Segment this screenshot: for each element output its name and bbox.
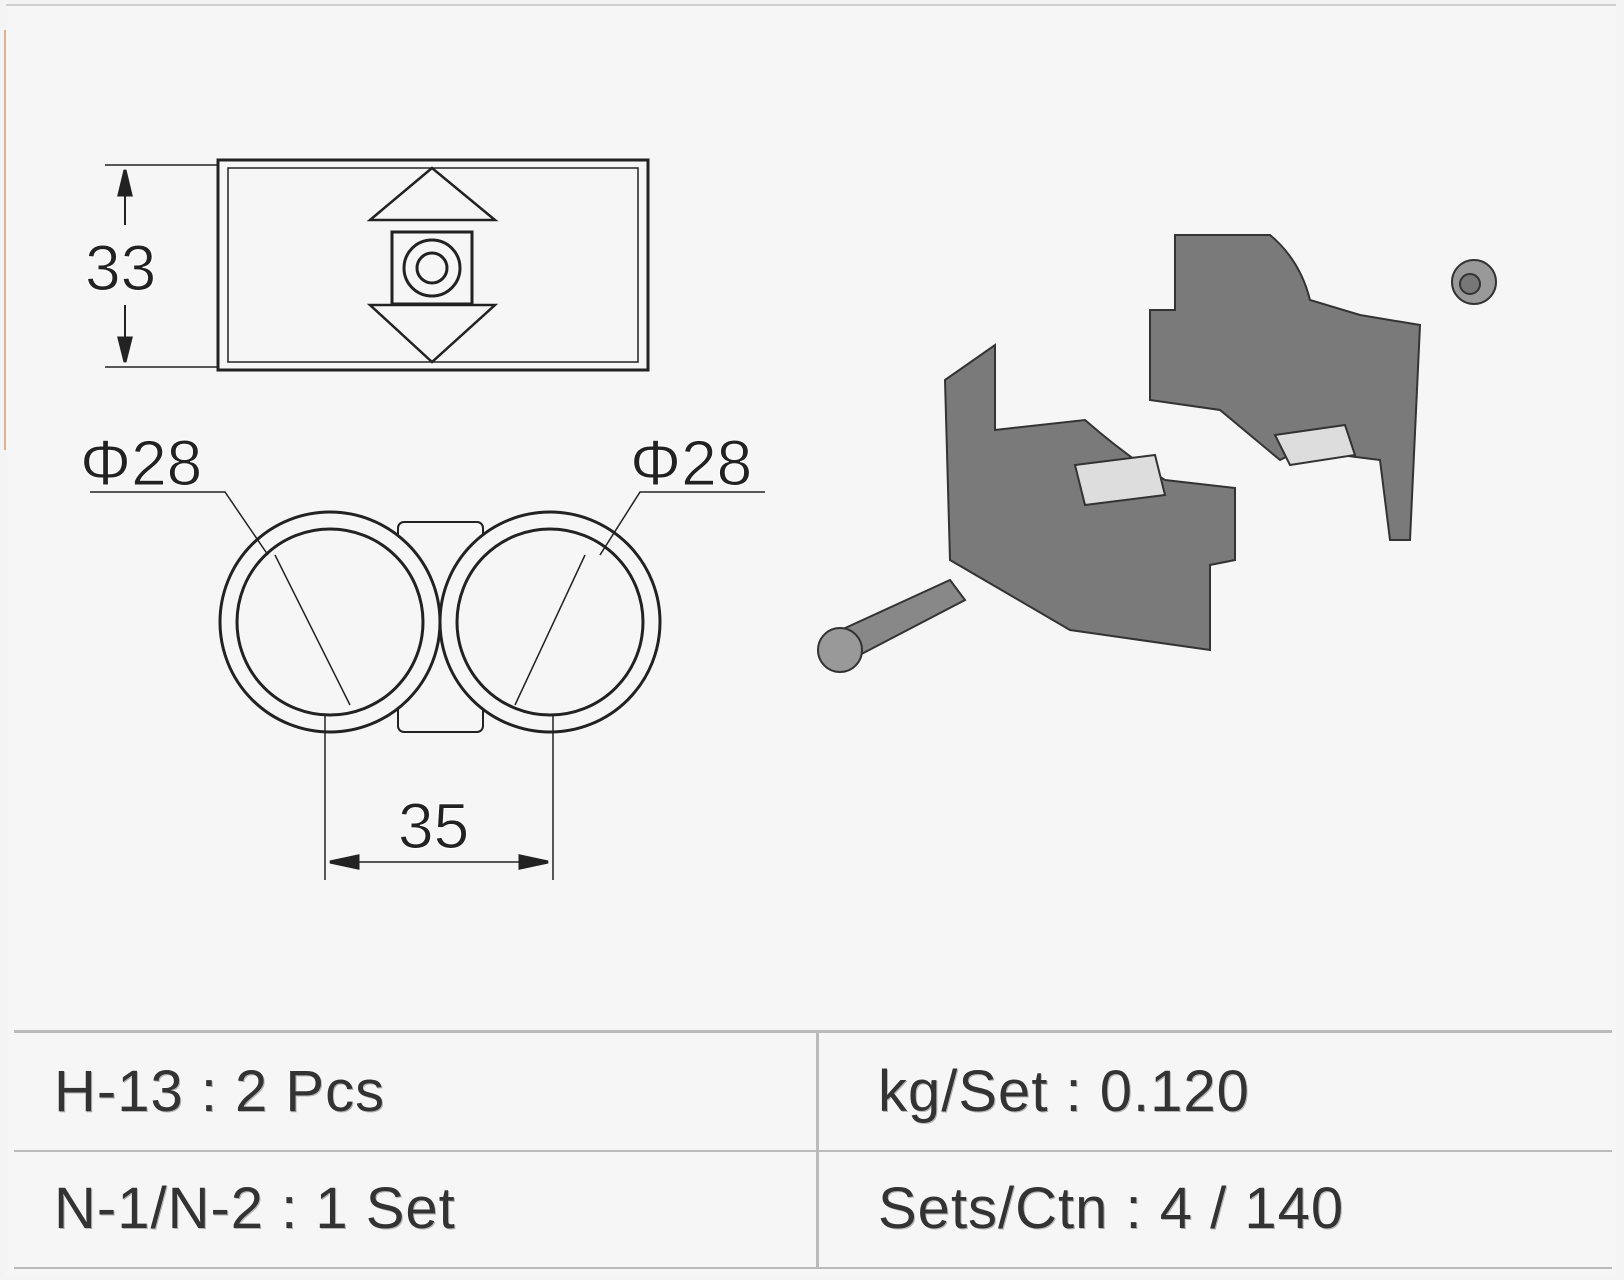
spec-h13-quantity: H-13 : 2 Pcs <box>54 1059 386 1124</box>
center-distance-dimension: 35 <box>398 790 469 862</box>
top-view <box>105 158 650 372</box>
right-diameter-dimension: Φ28 <box>630 427 752 499</box>
spec-sets-per-carton: Sets/Ctn : 4 / 140 <box>878 1176 1345 1241</box>
spec-n1-n2-quantity: N-1/N-2 : 1 Set <box>54 1176 456 1241</box>
spec-table: H-13 : 2 Pcs kg/Set : 0.120 N-1/N-2 : 1 … <box>14 1030 1612 1269</box>
edge-accent <box>4 30 6 450</box>
isometric-parts <box>817 234 1497 673</box>
row-divider <box>14 1150 1612 1152</box>
row-divider <box>14 1267 1612 1269</box>
column-divider <box>816 1033 819 1269</box>
left-diameter-dimension: Φ28 <box>80 427 202 499</box>
front-view <box>90 491 765 880</box>
spec-weight-per-set: kg/Set : 0.120 <box>878 1059 1250 1124</box>
technical-drawing: 33 Φ28 Φ28 35 <box>80 158 1497 880</box>
height-dimension: 33 <box>85 232 156 304</box>
